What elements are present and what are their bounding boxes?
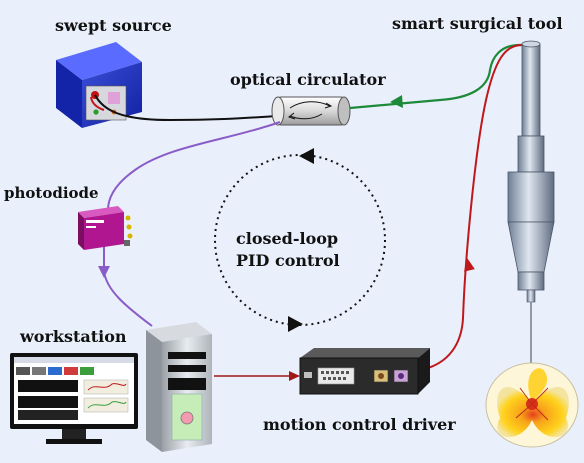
loop-arrow-bottom bbox=[288, 316, 303, 332]
wire-driver-to-tool bbox=[427, 44, 523, 369]
optical-circulator-label: optical circulator bbox=[230, 70, 386, 89]
fiber-source-red-stub bbox=[90, 96, 105, 111]
fiber-tool-to-circulator bbox=[349, 43, 523, 110]
photodiode-icon bbox=[78, 206, 133, 250]
smart-surgical-tool-icon bbox=[507, 40, 555, 398]
red-arrow-head bbox=[464, 258, 475, 272]
closed-loop-label: closed-loop PID control bbox=[236, 228, 340, 272]
optical-circulator-icon bbox=[271, 96, 351, 126]
swept-source-icon bbox=[56, 42, 142, 128]
fiber-circulator-to-photodiode bbox=[107, 121, 281, 211]
purple-arrow-head bbox=[98, 266, 110, 278]
photodiode-label: photodiode bbox=[4, 184, 99, 202]
monitor-icon bbox=[10, 353, 138, 444]
fiber-source-to-circulator bbox=[94, 94, 279, 122]
motion-control-driver-icon bbox=[299, 348, 430, 395]
green-arrow-head bbox=[390, 95, 403, 108]
smart-surgical-tool-label: smart surgical tool bbox=[392, 14, 563, 33]
fiber-photodiode-to-workstation bbox=[103, 246, 153, 327]
motion-control-driver-label: motion control driver bbox=[263, 415, 456, 434]
swept-source-label: swept source bbox=[55, 16, 172, 35]
flower-sample-icon bbox=[485, 362, 579, 448]
closed-loop-line1: closed-loop bbox=[236, 229, 339, 248]
loop-arrow-top bbox=[299, 148, 314, 164]
computer-tower-icon bbox=[146, 322, 212, 452]
dark-red-arrow-head bbox=[289, 371, 300, 381]
closed-loop-line2: PID control bbox=[236, 251, 340, 270]
workstation-label: workstation bbox=[20, 327, 127, 346]
